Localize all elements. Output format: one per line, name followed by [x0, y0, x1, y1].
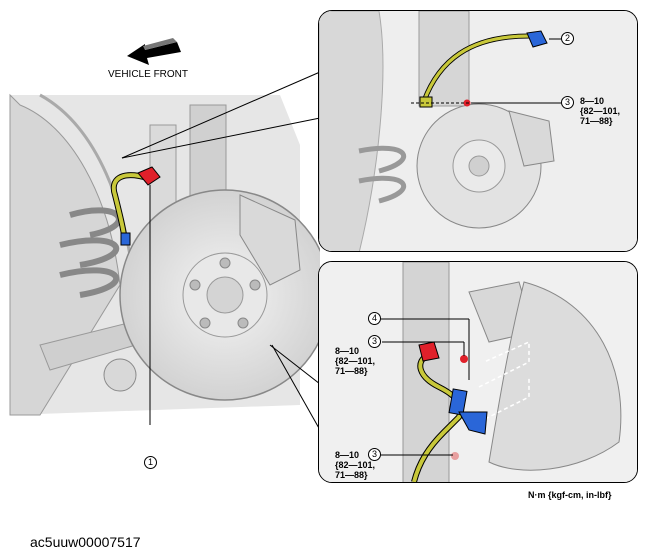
torque-line2: {82—101,	[335, 460, 376, 470]
callout-3-middle: 3	[368, 335, 381, 348]
callout-4: 4	[368, 312, 381, 325]
torque-line1: 8—10	[335, 450, 360, 460]
detail-top-illustration	[319, 11, 637, 251]
detail-bottom-illustration	[319, 262, 637, 482]
torque-line1: 8—10	[580, 96, 605, 106]
document-id: ac5uuw00007517	[30, 534, 141, 550]
torque-line2: {82—101,	[580, 106, 621, 116]
callout-1: 1	[144, 456, 157, 469]
torque-line3: 71—88}	[335, 470, 368, 480]
units-note: N·m {kgf-cm, in-lbf}	[528, 490, 612, 500]
torque-line3: 71—88}	[335, 366, 368, 376]
detail-panel-top	[318, 10, 638, 252]
callout-2: 2	[561, 32, 574, 45]
callout-3-top: 3	[561, 96, 574, 109]
torque-line3: 71—88}	[580, 116, 613, 126]
torque-spec-top: 8—10 {82—101, 71—88}	[580, 96, 620, 126]
torque-spec-bottom: 8—10 {82—101, 71—88}	[335, 450, 375, 480]
torque-spec-middle: 8—10 {82—101, 71—88}	[335, 346, 375, 376]
detail-panel-bottom	[318, 261, 638, 483]
callout-3-bottom: 3	[368, 448, 381, 461]
torque-line2: {82—101,	[335, 356, 376, 366]
main-brake-illustration	[9, 93, 320, 425]
vehicle-front-label: VEHICLE FRONT	[108, 69, 189, 80]
vehicle-front-arrow-icon	[127, 38, 181, 65]
torque-line1: 8—10	[335, 346, 360, 356]
